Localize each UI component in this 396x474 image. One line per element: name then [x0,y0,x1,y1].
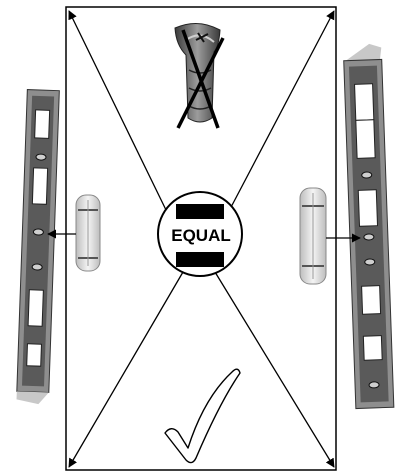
arrow-top-right [228,10,335,212]
arrow-bottom-left [68,271,184,468]
equal-label: EQUAL [171,226,231,245]
equal-badge: EQUAL [157,191,243,277]
arrow-top-left [68,10,168,213]
equal-bar-bottom [176,252,224,267]
spirit-level-left [16,89,60,405]
right-vial [299,187,327,285]
equal-bar-top [176,204,224,219]
left-vial [75,194,101,272]
checkmark-icon [164,368,241,464]
spirit-level-right [343,43,395,410]
diagonal-arrows [68,10,335,468]
arrow-bottom-right [214,271,335,468]
crossed-out-screw-icon [174,23,225,129]
